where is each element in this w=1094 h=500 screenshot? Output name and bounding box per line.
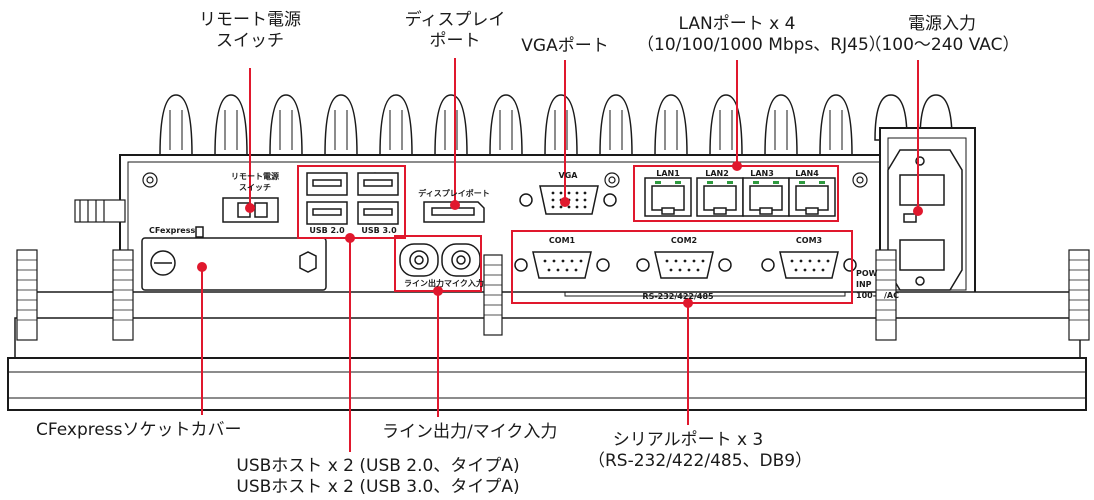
callout-usb-hosts: USBホスト x 2 (USB 2.0、タイプA) USBホスト x 2 (US… bbox=[228, 456, 528, 498]
callout-lan-ports: LANポート x 4 （10/100/1000 Mbps、RJ45） bbox=[637, 14, 886, 56]
callout-power-input-line1: 電源入力 bbox=[908, 14, 976, 34]
panel-label-remote-1: リモート電源 bbox=[231, 171, 279, 181]
panel-label-100: 100- bbox=[856, 291, 876, 300]
callout-cfexpress-cover: CFexpressソケットカバー bbox=[36, 420, 242, 441]
panel-label-vga: VGA bbox=[559, 171, 579, 180]
callout-display-port: ディスプレイ ポート bbox=[390, 10, 520, 52]
panel-label-com1: COM1 bbox=[549, 236, 576, 245]
power-inlet bbox=[887, 149, 963, 291]
panel-label-usb3: USB 3.0 bbox=[361, 226, 397, 235]
panel-label-cfexpress: CFexpress bbox=[149, 226, 195, 235]
callout-dots bbox=[197, 161, 923, 308]
callout-vga-port: VGAポート bbox=[505, 36, 625, 57]
panel-label-lan1: LAN1 bbox=[656, 169, 680, 178]
callout-usb-hosts-line1: USBホスト x 2 (USB 2.0、タイプA) bbox=[236, 456, 520, 476]
leader-lines bbox=[201, 58, 919, 452]
displayport-shape bbox=[423, 201, 485, 223]
panel-label-ac: /AC bbox=[884, 291, 899, 300]
com-port-shapes bbox=[514, 251, 857, 279]
panel-label-displayport: ディスプレイポート bbox=[418, 188, 489, 198]
panel-label-com3: COM3 bbox=[796, 236, 822, 245]
panel-label-inp: INP bbox=[856, 280, 872, 289]
callout-remote-switch-line1: リモート電源 bbox=[199, 10, 301, 30]
callout-remote-switch-line2: スイッチ bbox=[216, 31, 284, 51]
panel-label-lan2: LAN2 bbox=[705, 169, 729, 178]
callout-power-input: 電源入力 （100〜240 VAC） bbox=[862, 14, 1022, 56]
heatsink-fins bbox=[159, 94, 953, 156]
callout-audio-ports: ライン出力/マイク入力 bbox=[382, 422, 557, 443]
panel-label-rs: RS-232/422/485 bbox=[642, 292, 714, 301]
callout-serial-ports: シリアルポート x 3 （RS-232/422/485、DB9） bbox=[588, 430, 813, 472]
panel-label-pow: POW bbox=[856, 269, 878, 278]
cfexpress-cover-shape bbox=[141, 226, 327, 291]
callout-lan-ports-line1: LANポート x 4 bbox=[678, 14, 796, 34]
callout-display-port-line2: ポート bbox=[429, 31, 481, 51]
panel-label-line-out: ライン出力 bbox=[404, 278, 444, 288]
callout-power-input-line2: （100〜240 VAC） bbox=[864, 35, 1020, 55]
audio-jack-shapes bbox=[399, 243, 481, 277]
mounting-screws bbox=[16, 249, 1090, 341]
panel-label-usb2: USB 2.0 bbox=[309, 226, 345, 235]
panel-label-lan4: LAN4 bbox=[795, 169, 819, 178]
lan-port-shapes bbox=[644, 177, 836, 217]
side-knob bbox=[74, 199, 126, 223]
callout-remote-switch: リモート電源 スイッチ bbox=[185, 10, 315, 52]
usb-port-shapes bbox=[306, 172, 399, 225]
callout-cfexpress-cover-line1: CFexpressソケットカバー bbox=[36, 420, 242, 440]
callout-serial-ports-line1: シリアルポート x 3 bbox=[612, 430, 764, 450]
panel-label-mic-in: マイク入力 bbox=[444, 278, 484, 288]
callout-vga-port-line1: VGAポート bbox=[521, 36, 609, 56]
callout-serial-ports-line2: （RS-232/422/485、DB9） bbox=[588, 451, 813, 471]
panel-label-com2: COM2 bbox=[671, 236, 697, 245]
callout-lan-ports-line2: （10/100/1000 Mbps、RJ45） bbox=[637, 35, 886, 55]
callout-usb-hosts-line2: USBホスト x 2 (USB 3.0、タイプA) bbox=[236, 477, 520, 497]
panel-label-remote-2: スイッチ bbox=[239, 183, 271, 192]
callout-audio-ports-line1: ライン出力/マイク入力 bbox=[382, 422, 558, 442]
callout-display-port-line1: ディスプレイ bbox=[404, 10, 506, 30]
panel-label-lan3: LAN3 bbox=[750, 169, 774, 178]
com-highlight-box bbox=[511, 230, 853, 304]
